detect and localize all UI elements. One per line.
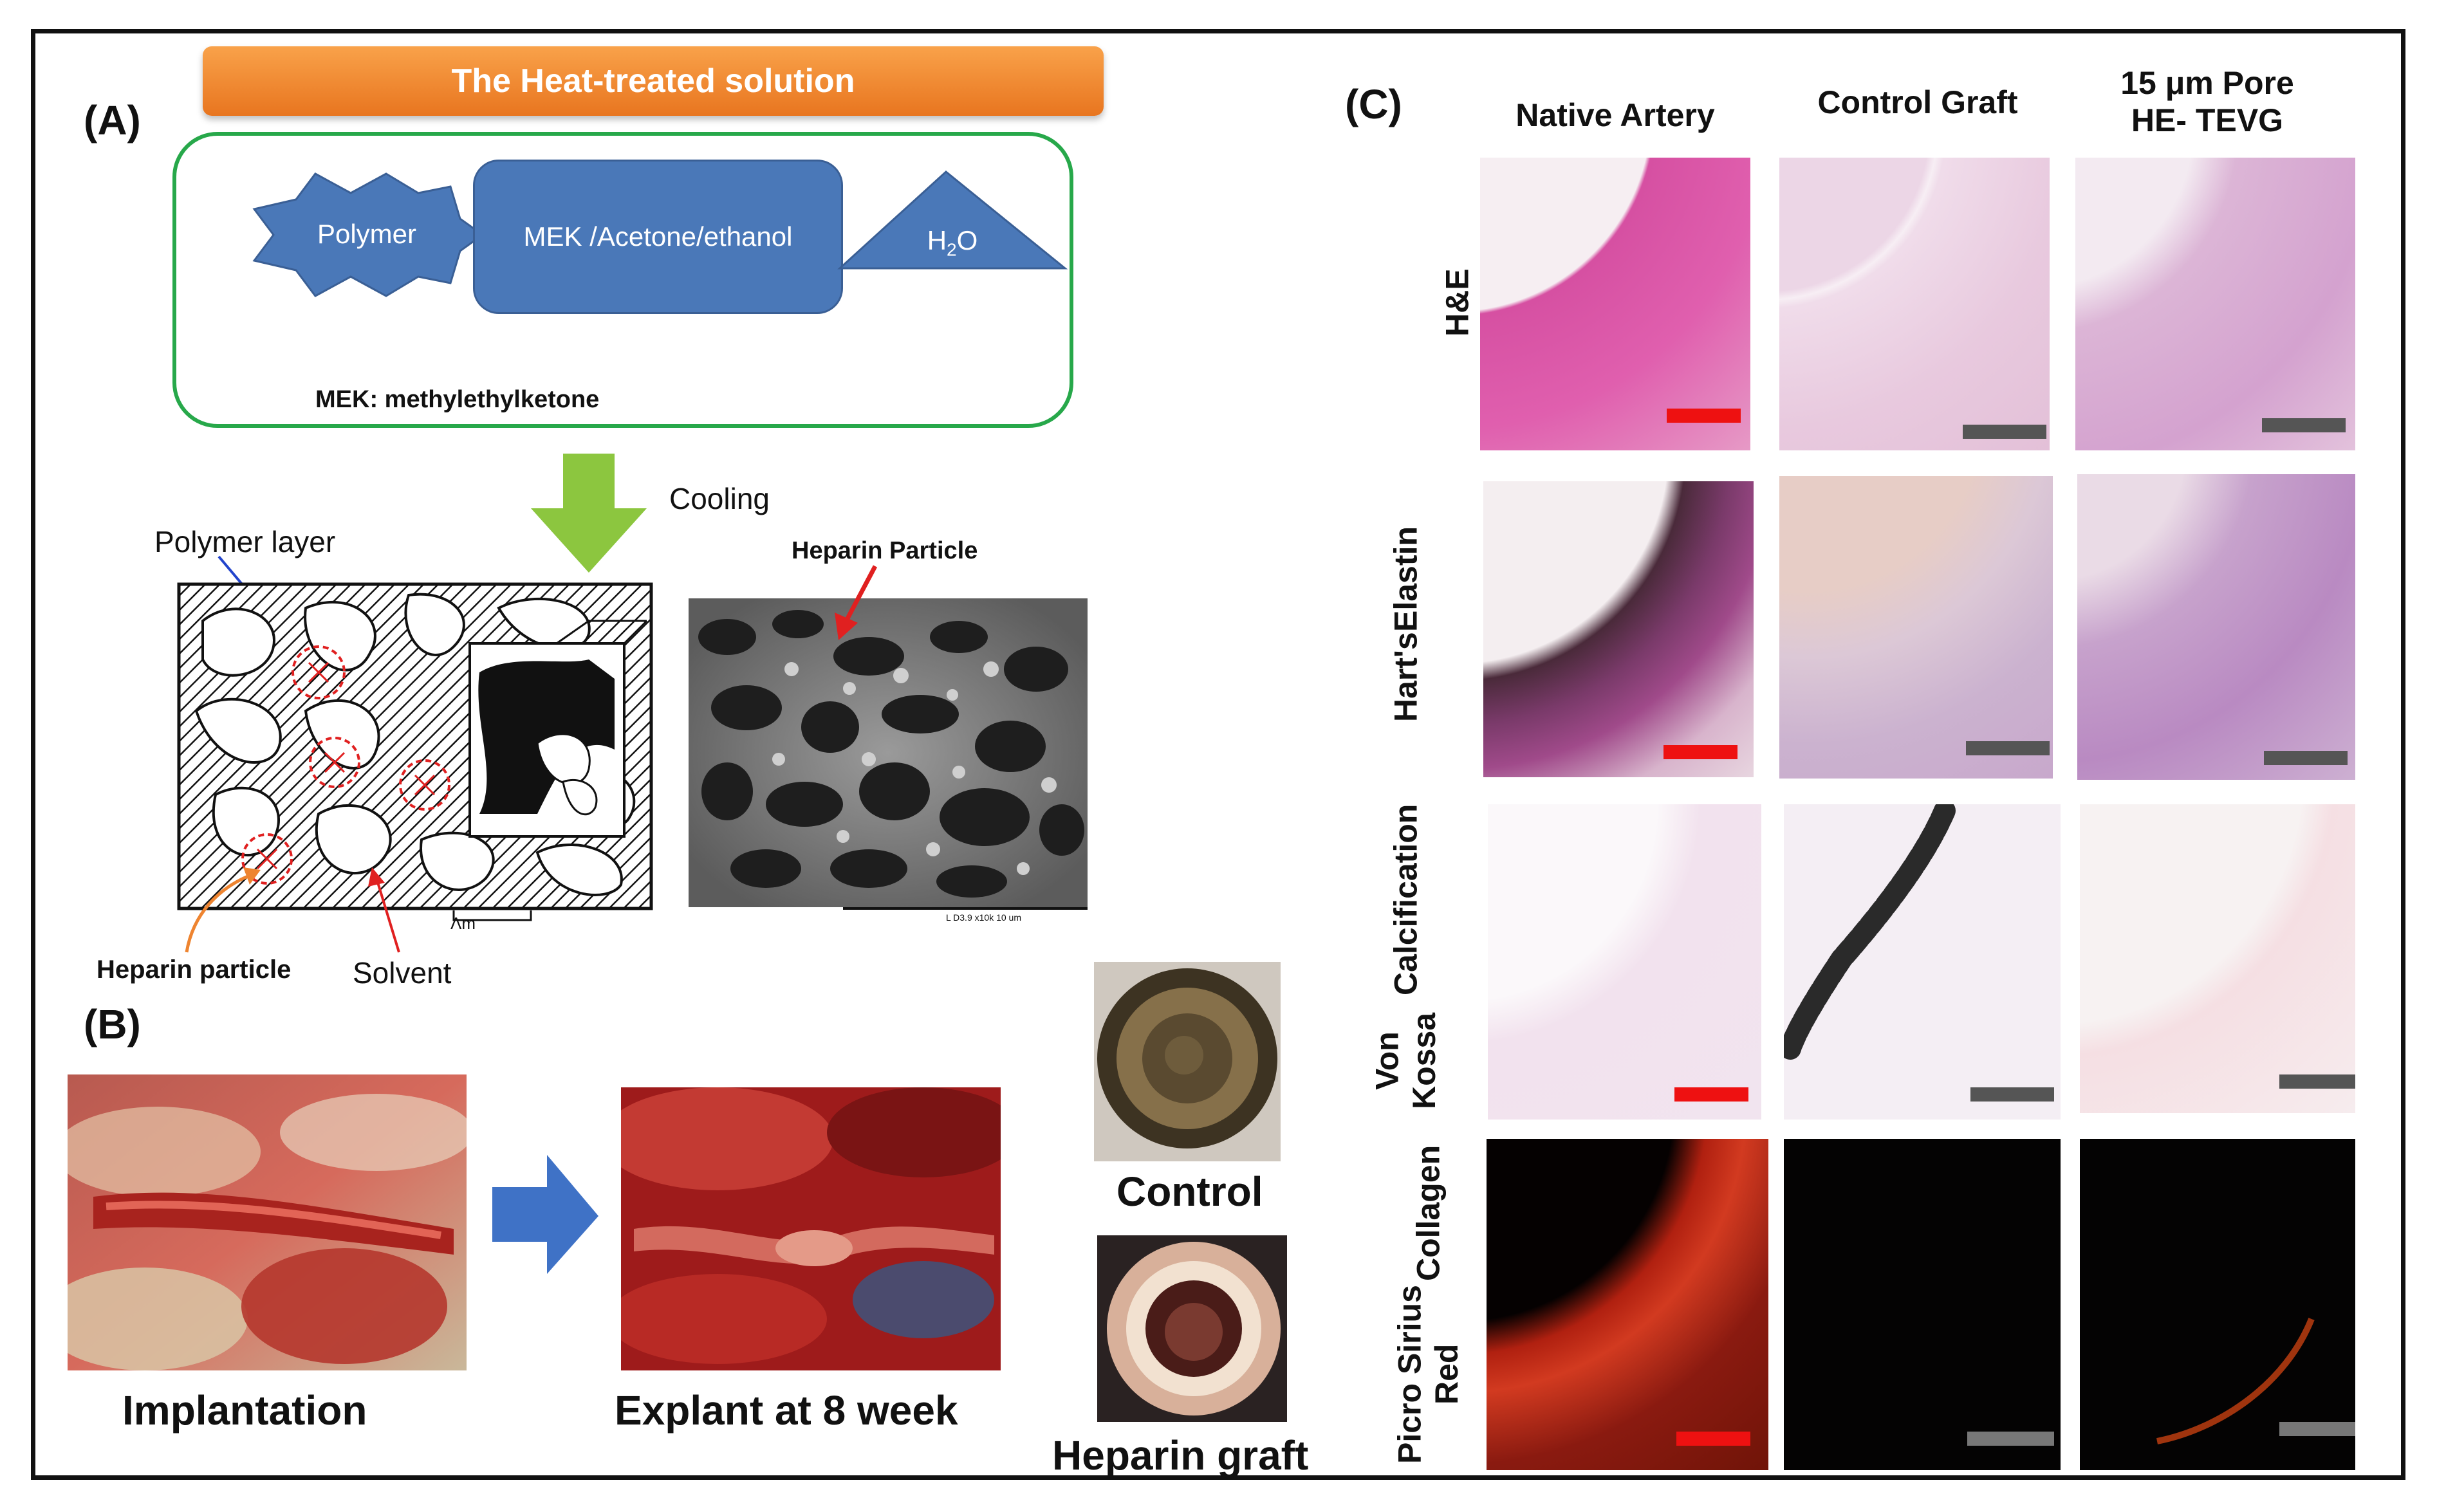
column-header-native-artery: Native Artery xyxy=(1515,97,1715,133)
lambda-label: Λm xyxy=(450,914,476,933)
sem-heparin-particle-label: Heparin Particle xyxy=(792,537,978,564)
polymer-layer-label: Polymer layer xyxy=(154,525,336,558)
micrograph-he-native xyxy=(1480,158,1750,450)
heparin-particle-label: Heparin particle xyxy=(97,955,292,984)
scale-bar xyxy=(2279,1074,2355,1089)
sem-micrograph xyxy=(689,598,1088,907)
lambda-bracket xyxy=(452,910,532,921)
progress-arrow-icon xyxy=(492,1155,598,1274)
micrograph-vonkossa-tevg xyxy=(2080,804,2355,1113)
solvent-arrow-icon xyxy=(368,867,400,953)
explant-label: Explant at 8 week xyxy=(615,1387,958,1434)
water-label: H2O xyxy=(914,225,991,260)
row-header-picro-sirius: Picro Sirius Red Collagen xyxy=(1377,1145,1480,1467)
scale-bar xyxy=(2264,751,2348,765)
micrograph-vonkossa-native xyxy=(1488,804,1761,1120)
panel-c-letter: (C) xyxy=(1345,81,1402,127)
row-header-picro-line2: Collagen xyxy=(1410,1145,1447,1282)
calcification-deposit xyxy=(1784,804,1956,1060)
scale-bar xyxy=(2279,1422,2355,1436)
micrograph-picro-control xyxy=(1784,1139,2061,1470)
micrograph-he-tevg xyxy=(2075,158,2355,450)
sem-scale-bar xyxy=(843,907,1088,910)
water-shape xyxy=(837,171,1068,270)
sem-scale-text: L D3.9 x10k 10 um xyxy=(946,912,1021,923)
scale-bar xyxy=(2262,418,2346,432)
row-header-picro-line1: Picro Sirius Red xyxy=(1391,1284,1465,1464)
micrograph-elastin-control xyxy=(1779,476,2053,779)
scale-bar xyxy=(1663,745,1737,759)
solvent-label: Solvent xyxy=(353,956,452,990)
panel-b-letter: (B) xyxy=(84,1001,141,1047)
heparin-graft-label: Heparin graft xyxy=(1052,1432,1309,1479)
scale-bar xyxy=(1967,1432,2054,1446)
control-cross-section-photo xyxy=(1094,962,1281,1161)
water-h: H xyxy=(927,225,947,255)
scale-bar xyxy=(1674,1087,1748,1102)
column-header-control-graft: Control Graft xyxy=(1817,84,2018,120)
banner-text: The Heat-treated solution xyxy=(451,62,855,100)
solvent-mix-label: MEK /Acetone/ethanol xyxy=(523,221,793,252)
panel-a-letter: (A) xyxy=(84,97,141,143)
row-header-vonkossa-line1: Von Kossa xyxy=(1369,1012,1443,1109)
scale-bar xyxy=(1966,741,2050,755)
row-header-harts-line2: Elastin xyxy=(1387,526,1424,632)
water-o: O xyxy=(956,225,978,255)
micrograph-picro-native xyxy=(1487,1139,1768,1470)
water-sub: 2 xyxy=(947,239,957,260)
heparin-particle-arrow-icon xyxy=(185,867,261,953)
column-header-he-tevg-line2: HE- TEVG xyxy=(2131,102,2284,138)
scale-bar xyxy=(1676,1432,1750,1446)
phase-separation-diagram xyxy=(177,582,653,910)
column-header-he-tevg-line1: 15 μm Pore xyxy=(2120,65,2294,101)
scale-bar xyxy=(1667,409,1741,423)
micrograph-he-control xyxy=(1779,158,2050,450)
row-header-von-kossa: Von Kossa Calcification xyxy=(1355,804,1458,1126)
cooling-arrow-icon xyxy=(531,454,647,573)
micrograph-vonkossa-control xyxy=(1784,804,2061,1120)
row-header-harts-elastin: Hart's Elastin xyxy=(1355,476,1458,772)
scale-bar xyxy=(1963,425,2046,439)
row-header-harts-line1: Hart's xyxy=(1387,632,1424,722)
heat-treated-solution-banner: The Heat-treated solution xyxy=(203,46,1104,116)
mek-note: MEK: methylethylketone xyxy=(315,386,600,413)
micrograph-elastin-native xyxy=(1483,481,1754,777)
row-header-he-line1: H&E xyxy=(1439,268,1476,337)
column-header-he-tevg: 15 μm Pore HE- TEVG xyxy=(2072,64,2342,139)
solution-components-box xyxy=(172,132,1073,428)
explant-photo xyxy=(621,1087,1001,1370)
figure-frame xyxy=(31,29,2405,1480)
cooling-label: Cooling xyxy=(669,482,770,515)
micrograph-picro-tevg xyxy=(2080,1139,2355,1470)
implantation-label: Implantation xyxy=(122,1387,367,1434)
sem-heparin-arrow-icon xyxy=(835,565,878,640)
heparin-graft-cross-section-photo xyxy=(1097,1235,1287,1422)
row-header-vonkossa-line2: Calcification xyxy=(1387,804,1424,996)
solvent-mix-shape: MEK /Acetone/ethanol xyxy=(473,160,843,314)
scale-bar xyxy=(1970,1087,2054,1102)
control-label: Control xyxy=(1117,1168,1263,1215)
micrograph-elastin-tevg xyxy=(2077,474,2355,780)
implantation-photo xyxy=(68,1074,467,1370)
collagen-streak xyxy=(2156,1318,2315,1444)
polymer-label: Polymer xyxy=(317,219,417,249)
